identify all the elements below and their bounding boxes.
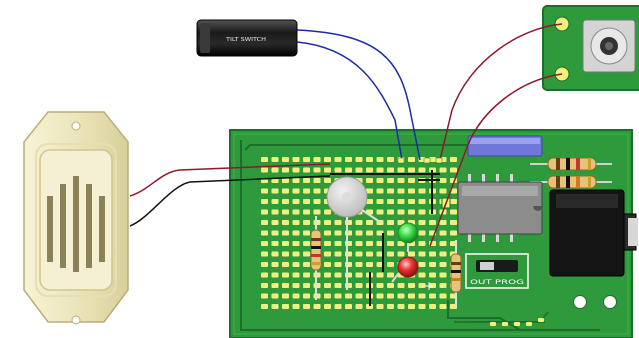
red-led [391, 256, 419, 283]
resistor-left [310, 216, 322, 300]
polarity-plus: + [424, 279, 434, 293]
jumper-wires [330, 170, 440, 306]
tilt-switch-wires [296, 29, 421, 161]
buzzer [326, 176, 381, 290]
speaker [23, 111, 129, 325]
push-button-board [542, 5, 639, 91]
tilt-switch-label: TILT SWITCH [225, 37, 266, 43]
green-led [397, 222, 419, 252]
out-prog-label: OUT PROG [470, 279, 525, 286]
audio-jack [549, 189, 638, 277]
push-button-wires [429, 23, 563, 247]
out-prog-switch: OUT PROG [465, 253, 529, 289]
push-button-icon [582, 19, 636, 73]
tilt-switch: TILT SWITCH [196, 19, 298, 57]
speaker-icon [47, 176, 105, 272]
resistor-top-right [530, 157, 612, 189]
capacitor [467, 135, 543, 157]
resistor-right [450, 240, 462, 306]
speaker-wires [129, 163, 331, 227]
